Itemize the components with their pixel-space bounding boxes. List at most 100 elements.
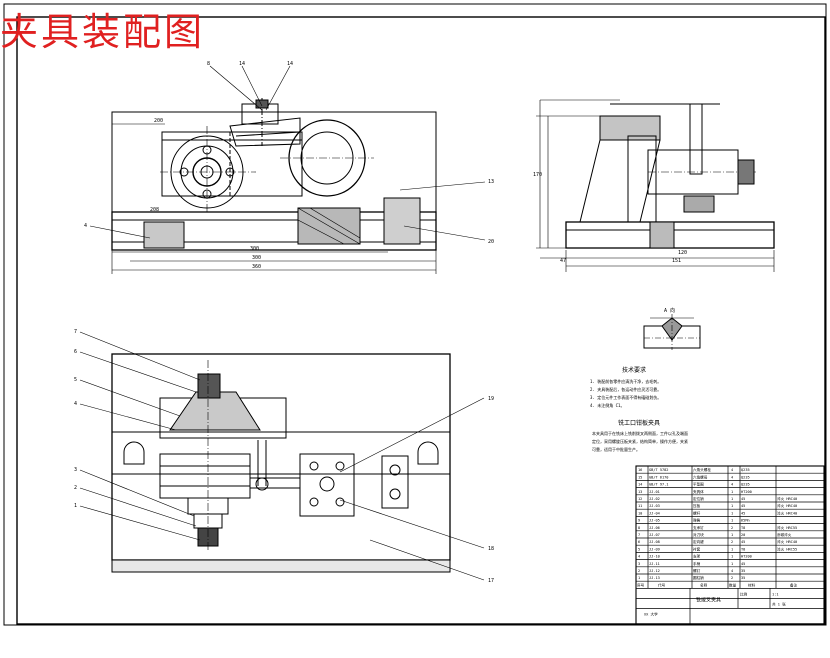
dim-overall-b: 300	[252, 255, 261, 261]
bom-row-note: 淬火 HRC40	[777, 539, 797, 544]
bom-row-seq: 3	[638, 562, 640, 566]
callout-front-14b: 14	[287, 61, 293, 67]
bom-row-qty: 2	[731, 540, 733, 544]
bom-row-seq: 11	[638, 504, 642, 508]
bom-row-code: GB/T 97.1	[649, 483, 668, 487]
bom-row-name: 对刀块	[693, 532, 704, 537]
bom-row-code: JJ-10	[649, 555, 660, 559]
outer-frame	[3, 3, 827, 626]
dim-side-mid: 120	[678, 250, 687, 256]
bom-row-seq: 14	[638, 483, 642, 487]
bom-row-qty: 1	[731, 511, 733, 515]
bom-row-code: JJ-13	[649, 576, 660, 580]
bom-row-note: 淬火 HRC40	[777, 510, 797, 515]
bom-row-material: Q235	[741, 475, 750, 479]
dim-overall-c: 360	[252, 264, 261, 270]
bom-row-qty: 1	[731, 490, 733, 494]
bom-row-material: HT200	[741, 555, 752, 559]
bom-row-qty: 1	[731, 533, 733, 537]
bom-row-code: JJ-08	[649, 540, 660, 544]
bom-row-material: 35	[741, 576, 745, 580]
plan-locator	[299, 453, 355, 517]
callout-plan-5: 5	[74, 377, 77, 383]
callout-front-14a: 14	[239, 61, 245, 67]
bom-row-material: T8	[741, 526, 745, 530]
bom-header-seq: 序号	[637, 582, 645, 587]
dim-side-height: 170	[533, 172, 542, 178]
bom-header-name: 名称	[700, 582, 708, 587]
front-key-block	[143, 221, 185, 249]
bom-row-note: 渗碳淬火	[777, 532, 792, 537]
bom-row-code: JJ-04	[649, 511, 660, 515]
callout-plan-17: 17	[488, 578, 494, 584]
bom-row-qty: 2	[731, 526, 733, 530]
title-block-name: 铣拨叉夹具	[696, 596, 721, 603]
callout-plan-6: 6	[74, 349, 77, 355]
bom-row-note: 淬火 HRC55	[777, 546, 797, 551]
bom-row-code: JJ-03	[649, 504, 660, 508]
bom-row-qty: 1	[731, 547, 733, 551]
bom-row-seq: 7	[638, 533, 640, 537]
title-block-scale-label: 比例	[740, 591, 748, 596]
tech-req-line-1: 1. 装配前各零件应清洗干净，去毛刺。	[590, 378, 661, 384]
bom-row-name: 定向键	[693, 539, 704, 544]
bom-row-material: 45	[741, 504, 745, 508]
bom-row-material: HT200	[741, 490, 752, 494]
tech-req-title: 技术要求	[622, 366, 646, 374]
callout-front-13: 13	[488, 179, 494, 185]
bom-row-qty: 4	[731, 569, 733, 573]
bom-row-material: 65Mn	[741, 519, 750, 523]
bom-row-qty: 2	[731, 576, 733, 580]
dim-side-47: 47	[560, 258, 566, 264]
bom-row-name: 螺钉	[693, 568, 701, 573]
bom-row-code: GB/T 5782	[649, 468, 668, 472]
bom-row-seq: 12	[638, 497, 642, 501]
bom-row-name: 夹具体	[693, 489, 704, 494]
bom-row-note: 淬火 HRC55	[777, 525, 797, 530]
bom-row-code: JJ-11	[649, 562, 660, 566]
dim-overall-a: 300	[250, 246, 259, 252]
front-body-outline	[111, 111, 437, 213]
inner-frame	[16, 16, 826, 625]
tech-req-line-2: 2. 夹具装配后，各运动件应灵活可靠。	[590, 386, 661, 392]
bom-row-material: 45	[741, 497, 745, 501]
front-base	[111, 211, 437, 251]
plan-base-outline	[111, 353, 451, 561]
bom-row-qty: 1	[731, 562, 733, 566]
dim-side-width: 151	[672, 258, 681, 264]
front-clamp-block	[383, 197, 421, 245]
bom-row-code: JJ-02	[649, 497, 660, 501]
clamp-line-3: 可靠，适用于中批量生产。	[592, 446, 640, 452]
bom-row-name: 弹簧	[693, 518, 701, 523]
clamp-title: 铣工口钳板夹具	[618, 419, 660, 427]
bom-row-material: 45	[741, 562, 745, 566]
bom-row-qty: 1	[731, 555, 733, 559]
side-view	[536, 99, 775, 272]
bom-row-name: 平垫圈	[693, 482, 704, 487]
plan-end-block	[381, 455, 409, 509]
bom-row-qty: 1	[731, 497, 733, 501]
bom-row-material: 45	[741, 511, 745, 515]
drawing-title: 夹具装配图	[0, 10, 206, 54]
bom-row-seq: 4	[638, 555, 640, 559]
bom-row-qty: 1	[731, 519, 733, 523]
bom-row-qty: 4	[731, 483, 733, 487]
section-a-detail	[643, 314, 701, 350]
title-block-scale-value: 1:1	[772, 592, 779, 596]
clamp-line-1: 本夹具用于在铣床上铣削拨叉两侧面，工件以孔及端面	[592, 430, 688, 436]
section-a-label: A 向	[664, 307, 675, 314]
bom-row-seq: 6	[638, 540, 640, 544]
bom-row-seq: 10	[638, 511, 642, 515]
bom-row-seq: 13	[638, 490, 642, 494]
front-view	[89, 65, 486, 274]
bom-row-material: 35	[741, 569, 745, 573]
bom-row-code: JJ-01	[649, 490, 660, 494]
bom-header-material: 材料	[748, 582, 756, 587]
bom-row-qty: 1	[731, 504, 733, 508]
tech-req-line-3: 3. 定位元件工作表面不得有磕碰划伤。	[590, 394, 661, 400]
title-block-school: XX 大学	[644, 611, 658, 616]
bom-row-material: T8	[741, 547, 745, 551]
bom-row-code: GB/T 6170	[649, 475, 668, 479]
